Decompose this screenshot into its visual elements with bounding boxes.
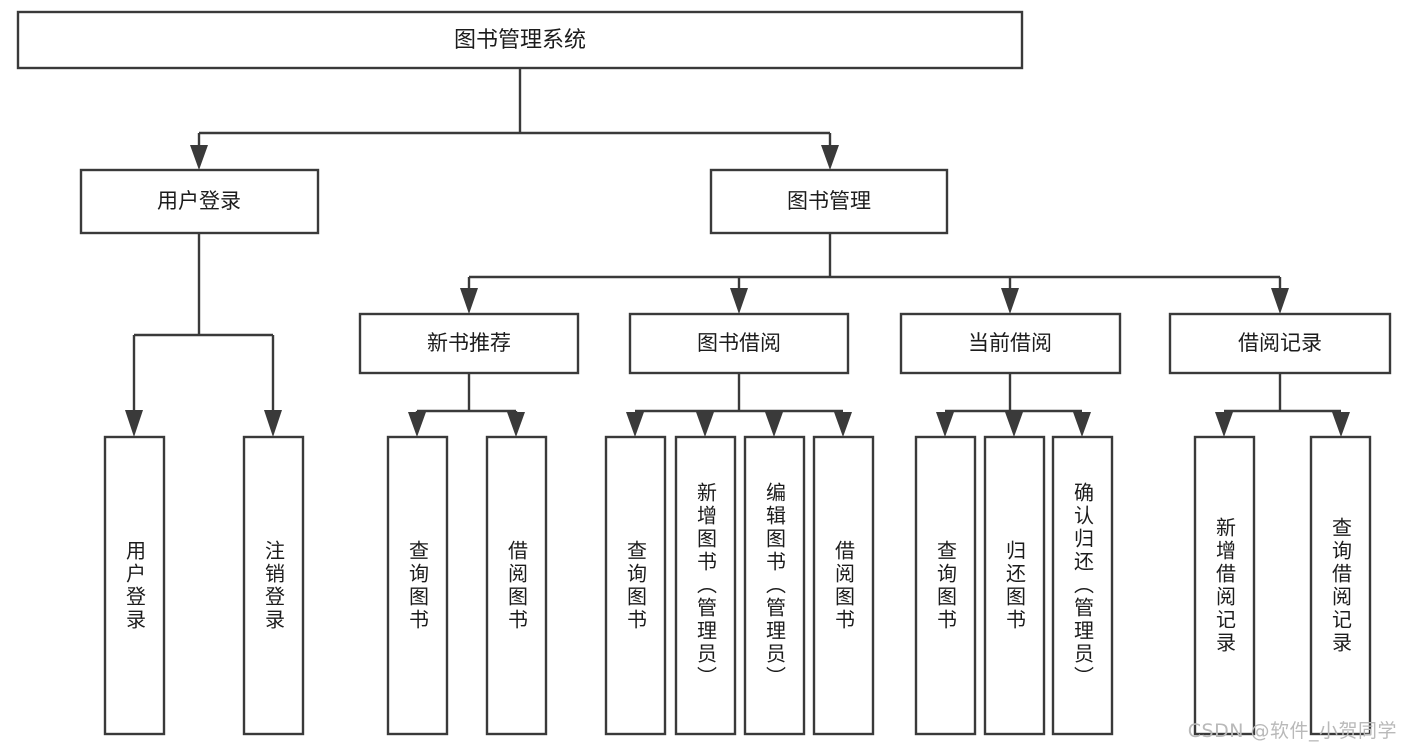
arrow-head-borrow-record <box>1271 288 1289 314</box>
arrow-head-cb-leaf-1 <box>936 412 954 437</box>
connector-group-user-login <box>125 233 282 437</box>
leaf-box-cb-confirm-return[interactable] <box>1051 435 1114 736</box>
leaf-box-user-login[interactable] <box>103 435 166 736</box>
arrow-head-br-leaf-2 <box>1332 412 1350 437</box>
leaf-box-bb-query-book[interactable] <box>604 435 667 736</box>
node-current-borrow-box[interactable] <box>899 312 1122 375</box>
arrow-head-book-borrow <box>730 288 748 314</box>
arrow-head-leaf-logout <box>264 410 282 437</box>
arrow-head-book-manage <box>821 145 839 170</box>
node-new-book-label: 新书推荐 <box>427 331 511 355</box>
node-book-borrow-box[interactable] <box>628 312 850 375</box>
arrow-head-bb-leaf-3 <box>765 412 783 437</box>
connector-group-book-manage <box>460 233 1289 314</box>
connector-group-new-book <box>408 373 525 437</box>
leaf-box-bb-add-book[interactable] <box>674 435 737 736</box>
leaf-box-cb-return-book[interactable] <box>983 435 1046 736</box>
node-user-login-box[interactable] <box>79 168 320 235</box>
node-borrow-record-label: 借阅记录 <box>1238 331 1322 355</box>
arrow-head-cb-leaf-2 <box>1005 412 1023 437</box>
node-root-label: 图书管理系统 <box>454 28 586 53</box>
leaf-box-bb-edit-book[interactable] <box>743 435 806 736</box>
arrow-head-user-login <box>190 145 208 170</box>
arrow-head-new-book <box>460 288 478 314</box>
leaf-box-logout[interactable] <box>242 435 305 736</box>
arrow-head-bb-leaf-2 <box>696 412 714 437</box>
connector-group-book-borrow <box>626 373 852 437</box>
leaf-box-cb-query-book[interactable] <box>914 435 977 736</box>
leaf-box-br-add-record[interactable] <box>1193 435 1256 736</box>
node-current-borrow-label: 当前借阅 <box>968 331 1052 355</box>
node-book-manage-box[interactable] <box>709 168 949 235</box>
node-book-borrow-label: 图书借阅 <box>697 331 781 355</box>
connector-group-borrow-record <box>1215 373 1350 437</box>
arrow-head-cb-leaf-3 <box>1073 412 1091 437</box>
node-root-box[interactable] <box>16 10 1024 70</box>
connector-group-root <box>190 68 839 170</box>
arrow-head-current-borrow <box>1001 288 1019 314</box>
leaf-box-nb-borrow-book[interactable] <box>485 435 548 736</box>
arrow-head-br-leaf-1 <box>1215 412 1233 437</box>
leaf-box-nb-query-book[interactable] <box>386 435 449 736</box>
arrow-head-bb-leaf-1 <box>626 412 644 437</box>
leaf-box-br-query-record[interactable] <box>1309 435 1372 736</box>
watermark-text: CSDN @软件_小贺同学 <box>1187 720 1397 742</box>
arrow-head-nb-leaf-2 <box>507 412 525 437</box>
arrow-head-leaf-user-login <box>125 410 143 437</box>
node-user-login-label: 用户登录 <box>157 189 241 213</box>
arrow-head-nb-leaf-1 <box>408 412 426 437</box>
node-new-book-box[interactable] <box>358 312 580 375</box>
arrow-head-bb-leaf-4 <box>834 412 852 437</box>
leaf-box-bb-borrow-book[interactable] <box>812 435 875 736</box>
node-borrow-record-box[interactable] <box>1168 312 1392 375</box>
connector-group-current-borrow <box>936 373 1091 437</box>
node-book-manage-label: 图书管理 <box>787 189 871 213</box>
